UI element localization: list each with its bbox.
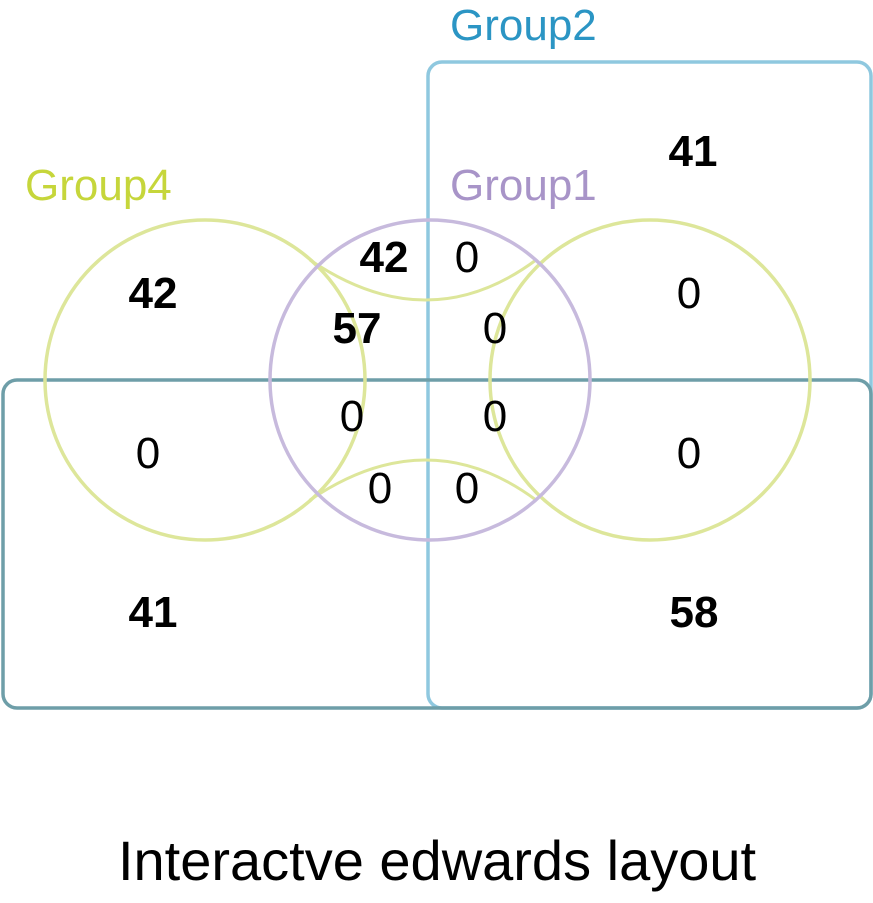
count-g1-g3: 0 <box>340 392 364 441</box>
count-g4-g1-top: 42 <box>360 233 409 282</box>
count-g1-g2-g3: 0 <box>483 392 507 441</box>
group1-label: Group1 <box>450 161 597 210</box>
group4-left-circle <box>43 218 367 542</box>
group4-top-arc <box>309 258 537 302</box>
count-g4-g2-g3-right: 0 <box>677 429 701 478</box>
count-g4-g2-top-right: 0 <box>677 269 701 318</box>
count-g2-only: 41 <box>669 127 718 176</box>
group4-bottom-arc <box>309 458 537 502</box>
count-g4-g1-g2-g3-bottom: 0 <box>455 464 479 513</box>
group4-right-circle <box>488 218 812 542</box>
diagram-title: Interactve edwards layout <box>118 829 757 892</box>
group2-set-rect <box>426 60 873 710</box>
count-g1-g2: 0 <box>483 304 507 353</box>
count-g4-top-left: 42 <box>129 269 178 318</box>
count-g3-only: 41 <box>129 588 178 637</box>
group4-label: Group4 <box>25 161 172 210</box>
count-g4-g1-g3-bottom: 0 <box>368 464 392 513</box>
group1-set-circle <box>268 218 592 542</box>
count-g1-only: 57 <box>333 304 382 353</box>
count-g4-g1-top-g2: 0 <box>455 233 479 282</box>
group3-set-rect <box>1 378 873 710</box>
group2-label: Group2 <box>450 1 597 50</box>
count-g2-g3: 58 <box>670 588 719 637</box>
count-g4-g3-left: 0 <box>136 429 160 478</box>
